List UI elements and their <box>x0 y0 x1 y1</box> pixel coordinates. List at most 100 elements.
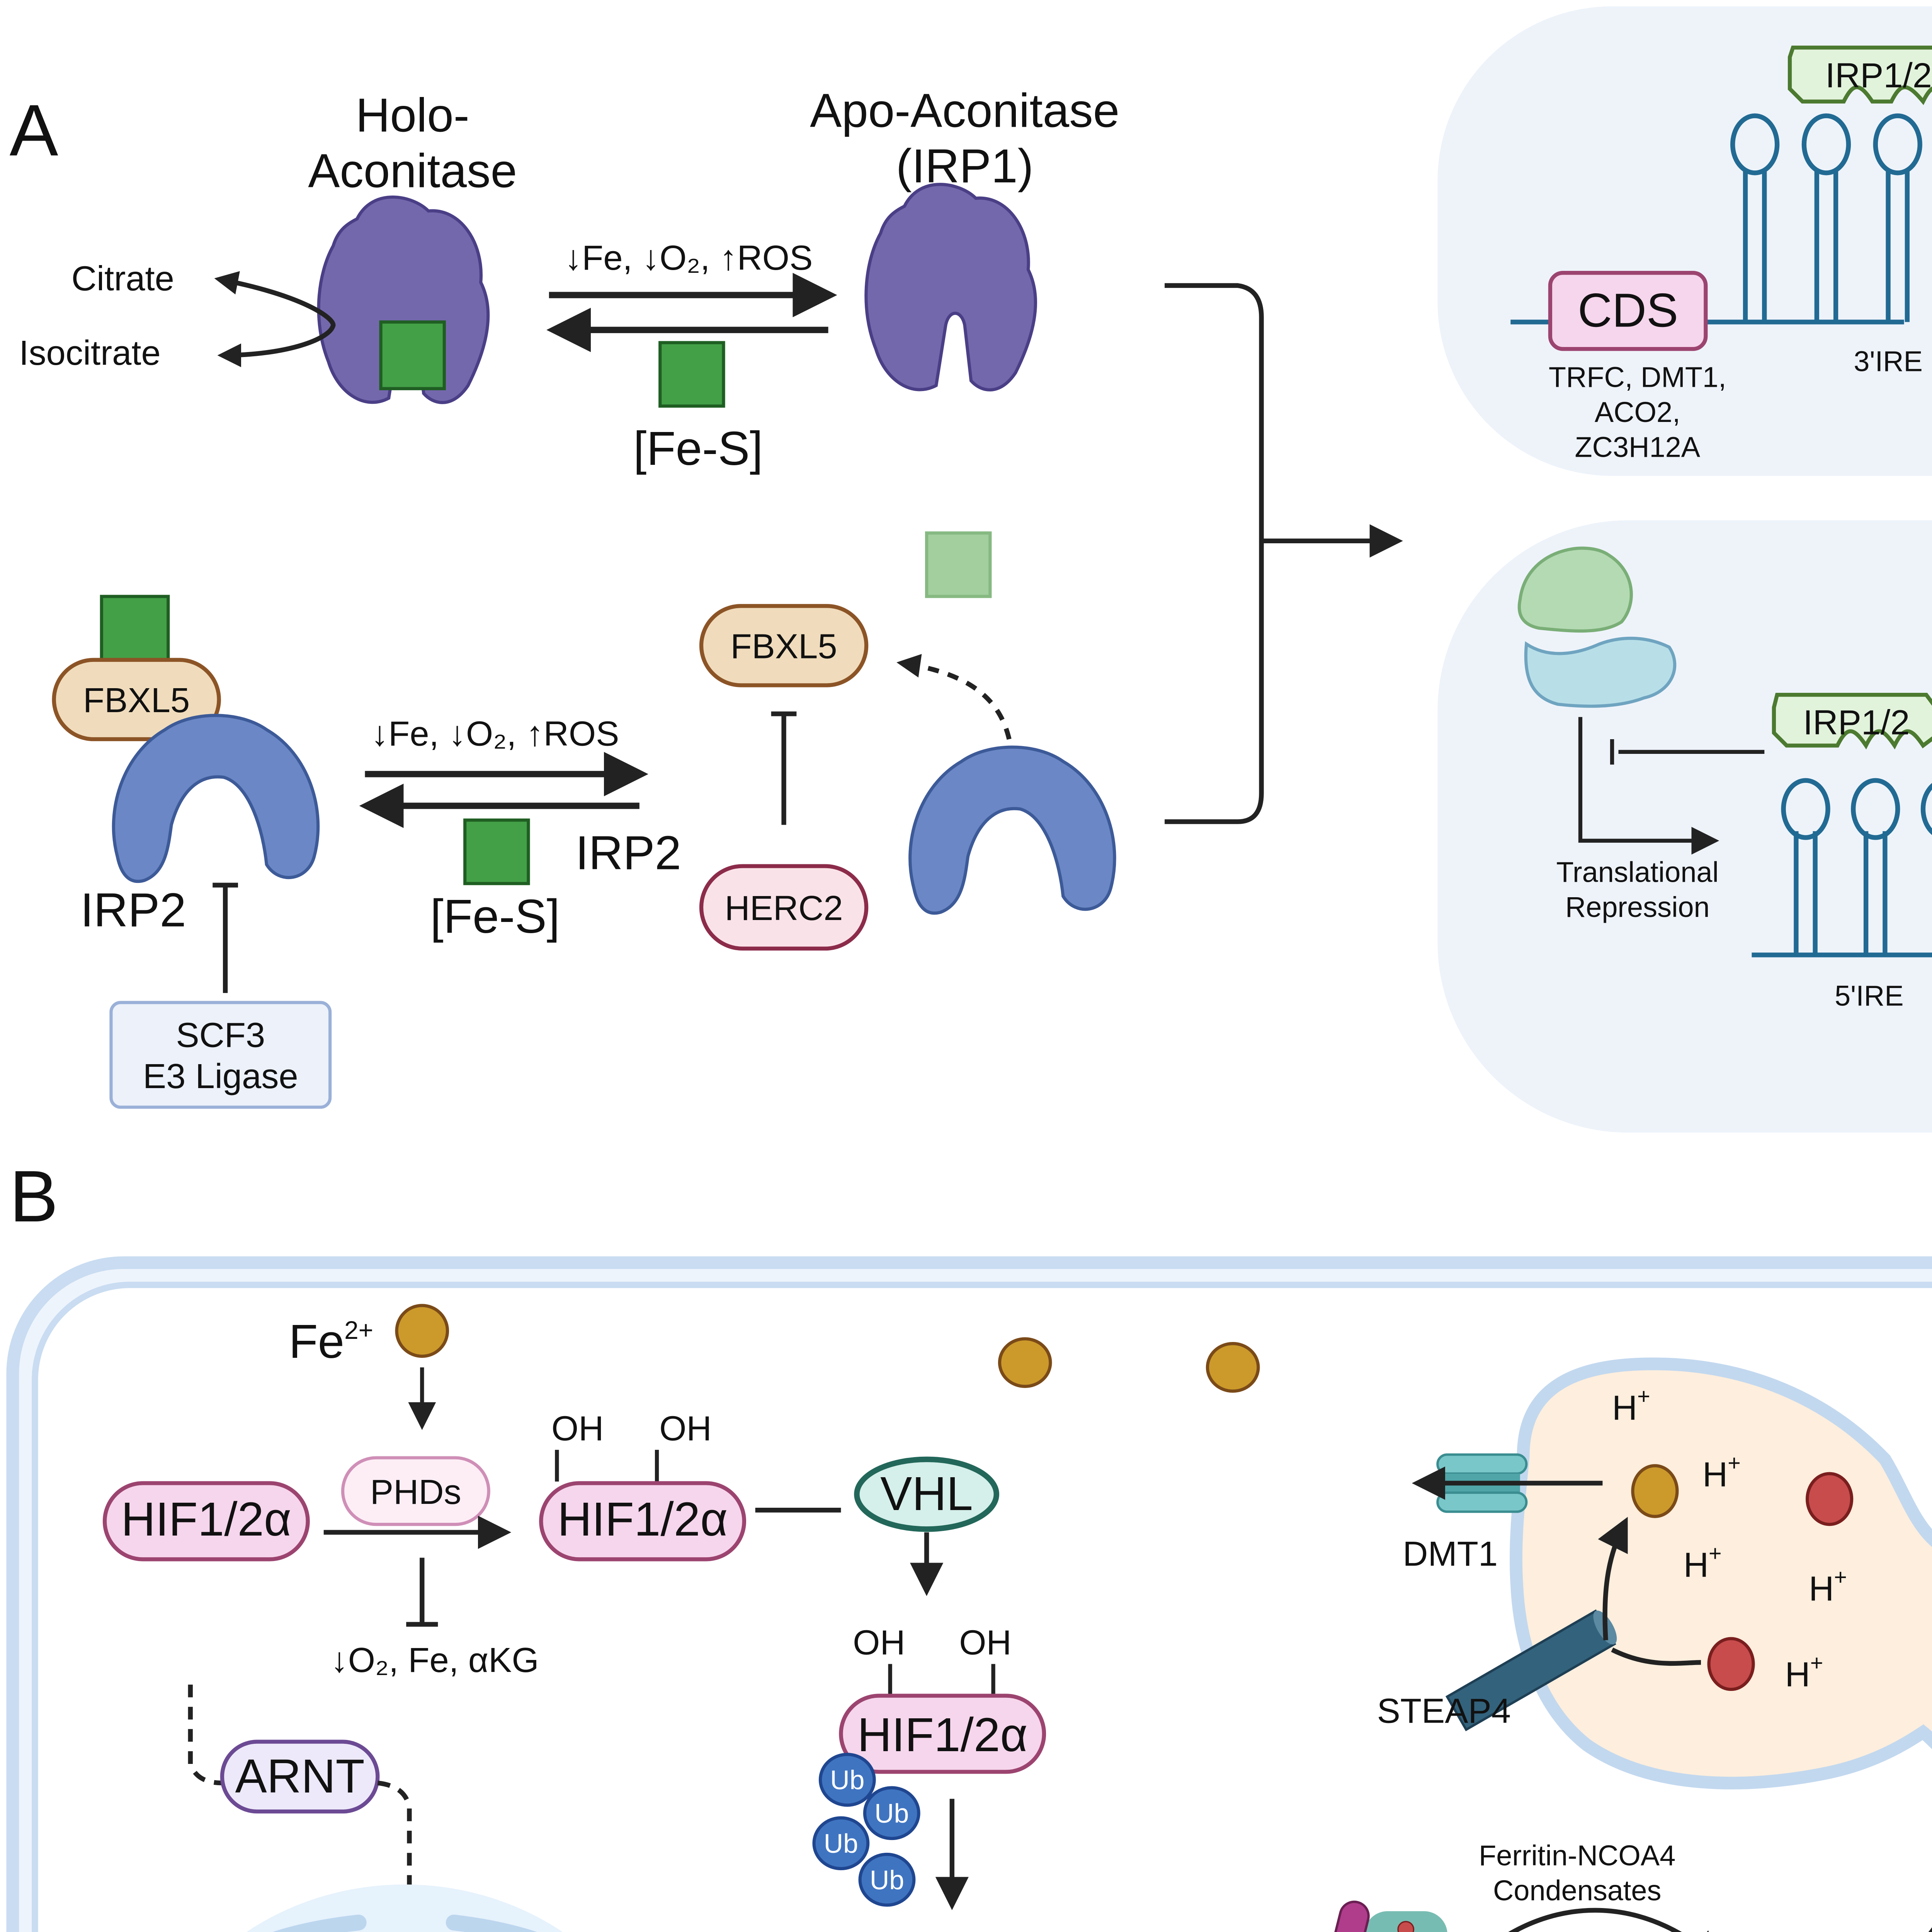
fbxl5-bound-label: FBXL5 <box>83 681 190 720</box>
apo-aconitase-title-2: (IRP1) <box>896 139 1034 193</box>
fes-release-dashed-arrow <box>896 654 1012 740</box>
hif-alpha-node <box>102 1481 310 1561</box>
fes-label-bottom: [Fe-S] <box>430 890 560 943</box>
isocitrate-label: Isocitrate <box>19 333 160 372</box>
fbxl5-bound <box>52 658 221 742</box>
h-ion-2: H+ <box>1702 1451 1741 1494</box>
nuclear-envelope <box>272 1915 537 1932</box>
svg-text:Ub: Ub <box>824 1828 858 1859</box>
phd-inhibition <box>406 1558 438 1627</box>
fe3-ion-icon-2 <box>1707 1637 1755 1691</box>
irp-inhibit-translation-line <box>1610 739 1765 765</box>
steap4-reduction-arrow <box>1598 1517 1628 1641</box>
cytoplasm <box>32 1282 1932 1932</box>
autolysosome <box>1510 1357 1932 1790</box>
fbxl5-free-label: FBXL5 <box>730 627 837 666</box>
condensate-to-autophagosome-arrow <box>1508 1908 1722 1932</box>
translational-repression-1: Translational <box>1556 856 1719 888</box>
h-ion-4: H+ <box>1809 1565 1847 1608</box>
fbxl5-fes-cluster-icon <box>100 595 170 662</box>
ire3-genes-2: ACO2, <box>1595 396 1680 428</box>
citrate-label: Citrate <box>71 259 174 298</box>
fes-cluster-icon <box>658 341 725 408</box>
ubiquitinated-hif-label: HIF1/2α <box>857 1708 1028 1762</box>
svg-text:Ub: Ub <box>874 1798 909 1828</box>
h-ion-3: H+ <box>1684 1541 1722 1585</box>
ire3-label: 3'IRE <box>1854 345 1922 378</box>
vhl-label: VHL <box>880 1467 973 1520</box>
irp-label-3ire: IRP1/2 <box>1825 56 1932 95</box>
ubiquitinated-hif-node <box>839 1694 1046 1774</box>
herc2-label-a: HERC2 <box>724 889 843 928</box>
ire3-genes-1: TRFC, DMT1, <box>1549 361 1726 393</box>
phds-label: PHDs <box>370 1473 461 1512</box>
irp2-protein-right <box>910 747 1114 913</box>
translation-arrow <box>1578 717 1719 855</box>
ub-icon <box>812 1816 870 1871</box>
phds-node <box>341 1456 490 1526</box>
irp-protein-3ire <box>1787 46 1932 105</box>
fe2-ion-lysosome-icon <box>1631 1464 1679 1518</box>
irp-merge-bracket <box>1165 283 1264 824</box>
h-ion-5: H+ <box>1785 1651 1823 1694</box>
irp2-label-left: IRP2 <box>80 883 186 937</box>
hydroxylated-hif-node <box>539 1481 747 1561</box>
irp-label-5ire: IRP1/2 <box>1803 703 1910 742</box>
hif-alpha-label: HIF1/2α <box>121 1493 291 1546</box>
ire3-genes-3: ZC3H12A <box>1575 431 1701 463</box>
h-ion-1: H+ <box>1612 1384 1650 1427</box>
arnt-node <box>220 1740 380 1814</box>
vhl-node <box>854 1456 999 1532</box>
panel-b-label: B <box>10 1156 58 1237</box>
panel-a-label: A <box>10 90 58 171</box>
irp-protein-5ire <box>1772 692 1932 750</box>
irp1-activation-conditions: ↓Fe, ↓O₂, ↑ROS <box>565 238 813 277</box>
cds-box-3ire <box>1548 270 1708 351</box>
svg-text:Ub: Ub <box>870 1865 904 1895</box>
steap4-reduction-line <box>1611 1647 1701 1666</box>
phd-inhibitors-label: ↓O₂, Fe, αKG <box>331 1641 539 1680</box>
fes-label-top: [Fe-S] <box>633 422 763 475</box>
ub-icon <box>858 1852 916 1907</box>
oh-label-1: OH <box>551 1409 604 1448</box>
oh-label-4: OH <box>959 1623 1011 1662</box>
condensates-label-2: Condensates <box>1493 1874 1662 1906</box>
condensates-label-1: Ferritin-NCOA4 <box>1479 1840 1675 1872</box>
hydroxylated-hif-label: HIF1/2α <box>558 1493 728 1546</box>
e3-ligase-label: E3 Ligase <box>143 1057 298 1096</box>
iron-ion-icon-1 <box>998 1337 1052 1388</box>
holo-aconitase-title-2: Aconitase <box>308 144 517 197</box>
translational-repression-2: Repression <box>1565 891 1710 923</box>
scf3-e3-ligase-box <box>109 1001 332 1109</box>
holo-fes-cluster-icon <box>379 320 446 390</box>
fe3-ion-icon-1 <box>1806 1472 1854 1526</box>
arnt-to-nucleus-dashed-arrow <box>377 1781 426 1932</box>
scf3-label: SCF3 <box>176 1015 265 1054</box>
ribosome-large-subunit <box>1517 546 1633 633</box>
ire5-label: 5'IRE <box>1835 980 1903 1012</box>
steap4-label: STEAP4 <box>1377 1691 1511 1730</box>
cds-label-3ire: CDS <box>1578 284 1678 337</box>
ire5-mrna <box>1752 778 1932 957</box>
irp2-activation-conditions: ↓Fe, ↓O₂, ↑ROS <box>371 714 619 753</box>
svg-text:Ub: Ub <box>830 1765 864 1795</box>
iron-ion-icon-2 <box>1206 1342 1260 1393</box>
holo-aconitase-title-1: Holo- <box>355 89 469 142</box>
fe2-ion-icon <box>395 1304 449 1358</box>
hif-to-arnt-dashed <box>188 1684 222 1786</box>
apo-aconitase-protein <box>866 184 1035 390</box>
dmt1-label: DMT1 <box>1403 1534 1498 1573</box>
ubiquitin-chain-hif: Ub Ub Ub Ub <box>812 1753 920 1907</box>
irp2-label-right: IRP2 <box>575 827 681 880</box>
fes-cluster-icon-bottom <box>463 818 530 885</box>
citrate-isocitrate-arrow <box>214 271 336 367</box>
oh-label-3: OH <box>853 1623 905 1662</box>
ub-icon <box>818 1753 876 1807</box>
arnt-label: ARNT <box>235 1750 364 1803</box>
fbxl5-free <box>699 604 869 687</box>
ub-icon <box>863 1786 920 1840</box>
oh-label-2: OH <box>659 1409 711 1448</box>
released-fes-cluster-icon <box>925 531 992 598</box>
herc2-node-a <box>699 864 869 951</box>
